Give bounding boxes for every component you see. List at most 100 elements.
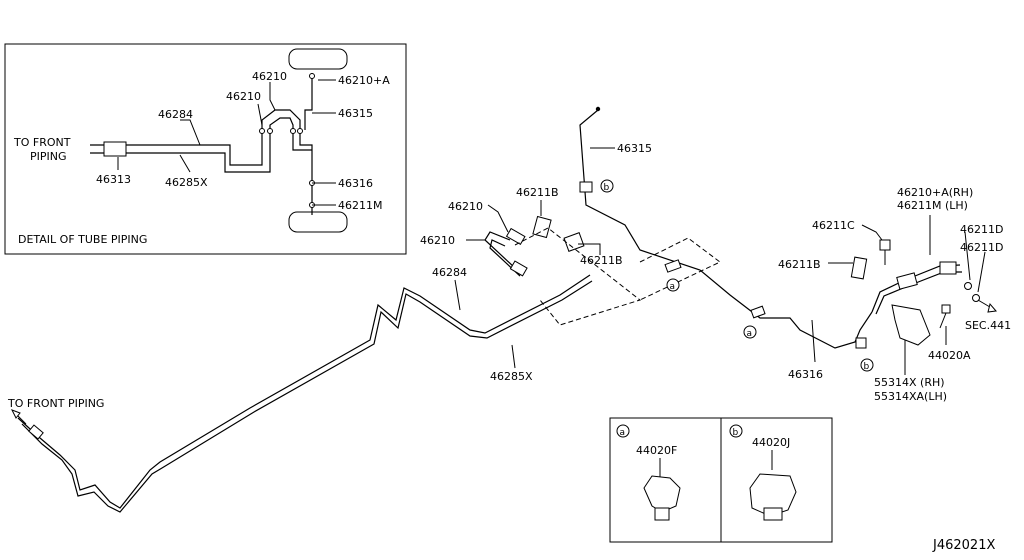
callout-letter-a-1: a bbox=[670, 282, 676, 292]
detail-label-46210a: 46210+A bbox=[338, 74, 390, 87]
label-46211b-top: 46211B bbox=[516, 186, 559, 199]
detail-label-46211m: 46211M bbox=[338, 199, 382, 212]
detail-tire-top bbox=[288, 48, 348, 70]
leader-46285x bbox=[511, 344, 516, 369]
washer-46211d-1 bbox=[964, 282, 972, 290]
detail-label-46284: 46284 bbox=[158, 108, 193, 121]
detail-tube-rh bbox=[304, 73, 313, 130]
callout-circle-a-2 bbox=[743, 325, 757, 339]
detail-label-46316: 46316 bbox=[338, 177, 373, 190]
clip-46211b-top bbox=[532, 215, 552, 239]
main-piping-layout: b a a b TO FRONT PIPING 46315 46211B 462… bbox=[7, 106, 1011, 513]
bracket-55314x bbox=[891, 304, 931, 346]
leader-46211d-1 bbox=[964, 231, 971, 281]
detail-fitting bbox=[309, 73, 315, 79]
detail-of-tube-piping-panel: DETAIL OF TUBE PIPING TO FRONT PIPING 46… bbox=[4, 43, 407, 255]
hose-fitting-right bbox=[896, 272, 918, 290]
callout-letter-a-2: a bbox=[747, 329, 753, 339]
hose-fitting-end bbox=[939, 261, 957, 275]
label-46211d-2: 46211D bbox=[960, 241, 1003, 254]
label-sec441: SEC.441 bbox=[965, 319, 1011, 332]
leader-46211b-mid bbox=[578, 243, 601, 255]
clip-46211b-mid bbox=[563, 232, 585, 252]
leader-46316 bbox=[811, 319, 816, 363]
label-46285x: 46285X bbox=[490, 370, 533, 383]
inset-b-part-number: 44020J bbox=[752, 436, 790, 449]
bolt-44020a bbox=[941, 304, 951, 314]
label-46211m-lh: 46211M (LH) bbox=[897, 199, 968, 212]
detail-leader bbox=[257, 103, 263, 126]
label-to-front-piping: TO FRONT PIPING bbox=[7, 397, 104, 410]
inset-a-letter-circle bbox=[616, 424, 630, 438]
front-connector bbox=[28, 424, 44, 440]
callout-letter-b-top: b bbox=[604, 183, 610, 193]
clip-44020j-base bbox=[763, 507, 783, 521]
front-tube-46285x-b bbox=[21, 280, 593, 513]
callout-circle-b-2 bbox=[860, 358, 874, 372]
clip-44020f-icon bbox=[643, 475, 681, 513]
detail-fitting bbox=[259, 128, 265, 134]
tube-46315-46316 bbox=[579, 109, 873, 349]
leader-46211c bbox=[861, 224, 883, 241]
label-55314xa: 55314XA(LH) bbox=[874, 390, 947, 403]
label-46315: 46315 bbox=[617, 142, 652, 155]
detail-to-front-line2: PIPING bbox=[30, 150, 67, 163]
leader-46284 bbox=[454, 279, 461, 311]
label-46211b-mid: 46211B bbox=[580, 254, 623, 267]
front-tube-46284-a bbox=[17, 274, 591, 509]
detail-tire-bottom bbox=[288, 211, 348, 233]
clip-46315 bbox=[579, 181, 593, 193]
detail-fitting bbox=[290, 128, 296, 134]
leader-46211d-2 bbox=[977, 251, 986, 293]
label-46284: 46284 bbox=[432, 266, 467, 279]
inset-panels: a 44020F b 44020J bbox=[609, 417, 833, 543]
clip-a2 bbox=[750, 305, 766, 319]
label-46211c: 46211C bbox=[812, 219, 855, 232]
detail-joint-46313 bbox=[103, 141, 127, 157]
dashed-region-right bbox=[639, 237, 721, 301]
inset-b-letter: b bbox=[733, 428, 739, 438]
label-46210-bot: 46210 bbox=[420, 234, 455, 247]
detail-fitting bbox=[267, 128, 273, 134]
tube-end-dot bbox=[595, 106, 601, 112]
detail-tube-upper bbox=[90, 109, 313, 215]
label-46211d-1: 46211D bbox=[960, 223, 1003, 236]
detail-label-46210-lower: 46210 bbox=[226, 90, 261, 103]
inset-a: a 44020F bbox=[616, 424, 681, 521]
detail-label-46315: 46315 bbox=[338, 107, 373, 120]
clip-44020f-base bbox=[654, 507, 670, 521]
clip-b bbox=[855, 337, 867, 349]
callout-circle-b-top bbox=[600, 179, 614, 193]
label-44020a: 44020A bbox=[928, 349, 971, 362]
detail-box-frame bbox=[4, 43, 407, 255]
label-46210a-rh: 46210+A(RH) bbox=[897, 186, 973, 199]
detail-title: DETAIL OF TUBE PIPING bbox=[18, 233, 147, 246]
flex-hose-46210-lower bbox=[489, 239, 521, 277]
clip-44020j-icon bbox=[749, 473, 797, 517]
hose-fitting bbox=[505, 227, 526, 246]
hose-fitting bbox=[509, 260, 528, 277]
sec441-arrowhead bbox=[987, 302, 997, 313]
label-46316: 46316 bbox=[788, 368, 823, 381]
detail-fitting bbox=[297, 128, 303, 134]
bolt-44020a-shaft bbox=[939, 312, 947, 329]
diagram-id: J462021X bbox=[932, 538, 995, 553]
label-55314x: 55314X (RH) bbox=[874, 376, 945, 389]
inset-b-letter-circle bbox=[729, 424, 743, 438]
inset-a-letter: a bbox=[620, 428, 626, 438]
inset-b: b 44020J bbox=[729, 424, 797, 521]
label-46210-top: 46210 bbox=[448, 200, 483, 213]
detail-label-46210-upper: 46210 bbox=[252, 70, 287, 83]
clip-46211b-right bbox=[850, 256, 868, 280]
detail-label-46285x: 46285X bbox=[165, 176, 208, 189]
inset-a-part-number: 44020F bbox=[636, 444, 677, 457]
detail-leader bbox=[269, 82, 276, 111]
label-46211b-right: 46211B bbox=[778, 258, 821, 271]
detail-label-46313: 46313 bbox=[96, 173, 131, 186]
detail-leader bbox=[180, 119, 201, 146]
washer-46211d-2 bbox=[972, 294, 980, 302]
callout-circle-a-1 bbox=[666, 278, 680, 292]
to-front-arrowhead bbox=[10, 409, 21, 419]
callout-letter-b-2: b bbox=[864, 362, 870, 372]
